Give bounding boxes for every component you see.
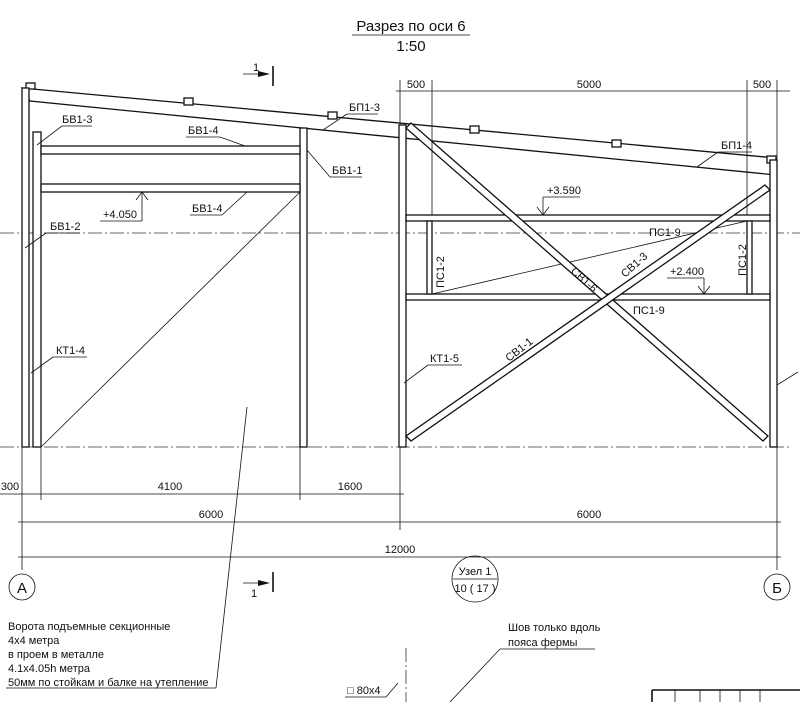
svg-text:6000: 6000 xyxy=(199,509,223,521)
elevation-4050: +4.050 xyxy=(100,191,149,222)
axis-marker-b: Б xyxy=(763,573,791,601)
post-ps1-2-left xyxy=(426,220,433,295)
svg-text:Узел 1: Узел 1 xyxy=(459,566,492,578)
svg-text:50мм по стойкам и балке на уте: 50мм по стойкам и балке на утепление xyxy=(8,677,209,689)
svg-text:4.1х4.05h метра: 4.1х4.05h метра xyxy=(8,663,91,675)
purlin xyxy=(611,139,622,148)
column-axis-b xyxy=(769,159,778,448)
purlin xyxy=(469,125,480,134)
label-ps1-9-bottom: ПС1-9 xyxy=(633,305,665,317)
dimension-bottom: 300 4100 1600 6000 6000 12000 xyxy=(0,447,781,570)
label-bv1-3: БВ1-3 xyxy=(62,114,92,126)
beam-bv1-4-top xyxy=(40,145,301,155)
label-bv1-2: БВ1-2 xyxy=(50,221,80,233)
purlin xyxy=(25,82,36,90)
svg-text:1: 1 xyxy=(251,588,257,600)
label-sv1-6: СВ1-6 xyxy=(568,265,599,295)
post-ps1-2-right xyxy=(746,220,753,295)
svg-text:4х4 метра: 4х4 метра xyxy=(8,635,60,647)
label-bp1-4: БП1-4 xyxy=(721,140,752,152)
gate-opening-line xyxy=(40,191,301,448)
weld-note: Шов только вдоль пояса фермы xyxy=(449,622,601,702)
svg-text:+2.400: +2.400 xyxy=(670,266,704,278)
purlin xyxy=(327,111,338,120)
svg-text:□ 80х4: □ 80х4 xyxy=(347,685,381,697)
svg-text:10 ( 17 ): 10 ( 17 ) xyxy=(455,583,496,595)
elevation-3590: +3.590 xyxy=(536,185,581,216)
drawing-scale: 1:50 xyxy=(396,38,425,55)
column-middle xyxy=(398,124,407,448)
label-kt1-4: КТ1-4 xyxy=(56,345,85,357)
label-bv1-4-bottom: БВ1-4 xyxy=(192,203,222,215)
brace-sv1-6 xyxy=(405,122,769,442)
beam-bv1-4-bottom xyxy=(40,183,301,193)
elevation-2400: +2.400 xyxy=(667,266,711,295)
svg-text:1: 1 xyxy=(253,62,259,74)
svg-text:Б: Б xyxy=(772,580,782,597)
label-bv1-4-top: БВ1-4 xyxy=(188,125,218,137)
svg-text:12000: 12000 xyxy=(385,544,416,556)
brace-sv1-1 xyxy=(404,184,772,442)
label-bp1-3: БП1-3 xyxy=(349,102,380,114)
svg-text:Шов только вдоль: Шов только вдоль xyxy=(508,622,601,634)
profile-note: □ 80х4 xyxy=(345,648,407,702)
label-ps1-2-left: ПС1-2 xyxy=(435,256,447,288)
svg-text:300: 300 xyxy=(1,481,19,493)
column-axis-a xyxy=(21,87,30,448)
svg-text:500: 500 xyxy=(407,79,425,91)
label-kt1-5: КТ1-5 xyxy=(430,353,459,365)
svg-text:6000: 6000 xyxy=(577,509,601,521)
svg-text:5000: 5000 xyxy=(577,79,601,91)
svg-text:1600: 1600 xyxy=(338,481,362,493)
label-ps1-2-right: ПС1-2 xyxy=(737,244,749,276)
label-ps1-9-top: ПС1-9 xyxy=(649,227,681,239)
dimension-top: 500 5000 500 xyxy=(396,79,790,215)
axis-marker-a: А xyxy=(8,573,36,601)
gate-post-right xyxy=(299,127,308,448)
svg-text:+4.050: +4.050 xyxy=(103,209,137,221)
svg-text:в проем в металле: в проем в металле xyxy=(8,649,104,661)
purlin xyxy=(183,97,194,106)
title-block xyxy=(651,689,800,702)
section-mark-top: 1 xyxy=(243,62,274,86)
node-callout: Узел 1 10 ( 17 ) xyxy=(451,555,499,603)
svg-text:+3.590: +3.590 xyxy=(547,185,581,197)
gate-note: Ворота подъемные секционные 4х4 метра в … xyxy=(6,406,248,689)
window-opening-line xyxy=(431,220,748,295)
svg-text:пояса фермы: пояса фермы xyxy=(508,637,578,649)
strut-ps1-9-top xyxy=(405,214,771,222)
section-mark-bottom: 1 xyxy=(243,572,274,600)
svg-text:4100: 4100 xyxy=(158,481,182,493)
svg-text:Ворота подъемные секционные: Ворота подъемные секционные xyxy=(8,621,170,633)
label-bv1-1: БВ1-1 xyxy=(332,165,362,177)
drawing-title: Разрез по оси 6 xyxy=(356,18,465,35)
svg-text:А: А xyxy=(17,580,27,597)
svg-text:500: 500 xyxy=(753,79,771,91)
gate-post-left xyxy=(32,131,42,448)
strut-ps1-9-bottom xyxy=(405,293,771,301)
